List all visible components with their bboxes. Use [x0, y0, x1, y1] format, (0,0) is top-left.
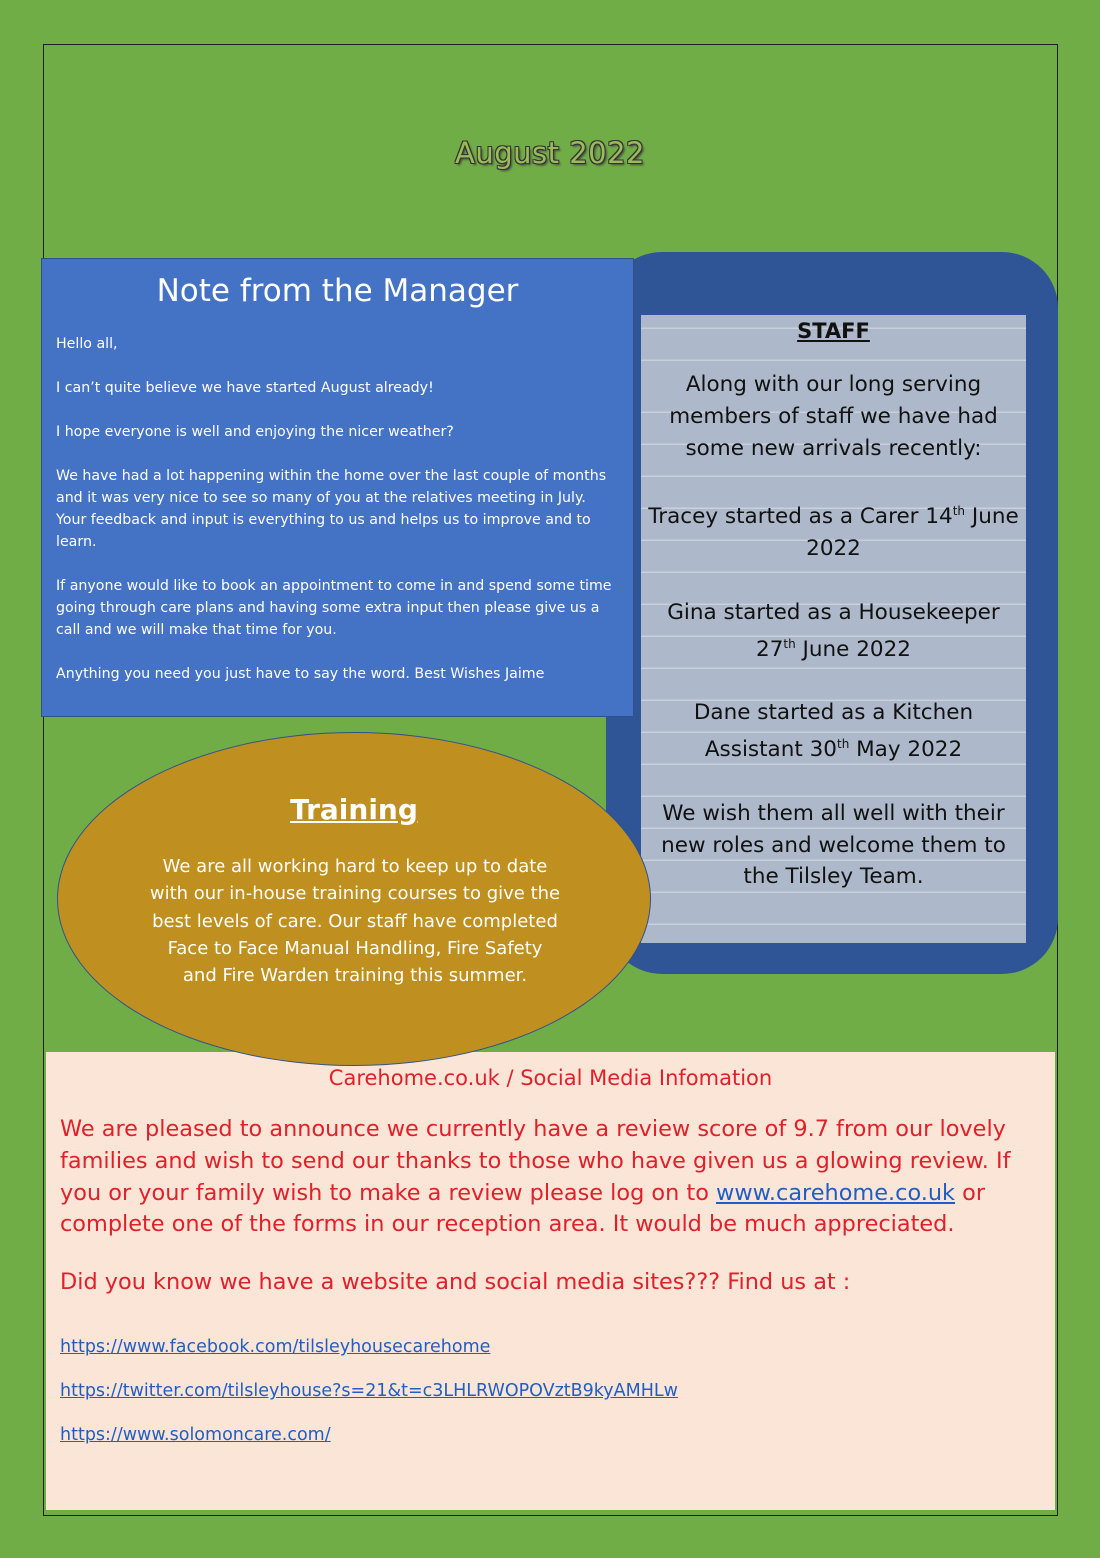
facebook-link[interactable]: https://www.facebook.com/tilsleyhousecar… — [60, 1337, 491, 1358]
staff-intro: Along with our long serving members of s… — [669, 372, 998, 461]
staff-panel: STAFF Along with our long serving member… — [641, 315, 1026, 943]
staff-arrival: Dane started as a Kitchen Assistant 30th… — [693, 700, 974, 763]
manager-note-heading: Note from the Manager — [156, 273, 519, 309]
staff-closing: We wish them all well with their new rol… — [661, 800, 1006, 890]
staff-arrival: Gina started as a Housekeeper 27th June … — [667, 599, 1000, 662]
training-oval: Training We are all working hard to keep… — [57, 732, 651, 1066]
manager-note-box: Note from the Manager Hello all, I can’t… — [41, 258, 634, 717]
find-us-text: Did you know we have a website and socia… — [60, 1269, 851, 1296]
manager-paragraph: We have had a lot happening within the h… — [56, 468, 607, 550]
training-text: We are all working hard to keep up to da… — [149, 856, 561, 987]
page-title: August 2022 — [454, 136, 645, 170]
manager-paragraph: I can’t quite believe we have started Au… — [56, 380, 434, 396]
twitter-link[interactable]: https://twitter.com/tilsleyhouse?s=21&t=… — [60, 1381, 678, 1402]
review-paragraph: We are pleased to announce we currently … — [60, 1116, 1011, 1238]
social-media-heading: Carehome.co.uk / Social Media Infomation — [328, 1066, 773, 1090]
staff-arrival: Tracey started as a Carer 14th June 2022 — [648, 504, 1019, 562]
solomoncare-link[interactable]: https://www.solomoncare.com/ — [60, 1425, 331, 1446]
training-heading: Training — [290, 793, 418, 826]
manager-paragraph: Anything you need you just have to say t… — [56, 666, 545, 682]
social-media-box: Carehome.co.uk / Social Media Infomation… — [46, 1052, 1055, 1510]
carehome-link[interactable]: www.carehome.co.uk — [716, 1179, 956, 1206]
staff-heading: STAFF — [797, 319, 870, 343]
manager-paragraph: If anyone would like to book an appointm… — [56, 578, 612, 638]
manager-paragraph: Hello all, — [56, 336, 118, 352]
manager-paragraph: I hope everyone is well and enjoying the… — [56, 424, 454, 440]
